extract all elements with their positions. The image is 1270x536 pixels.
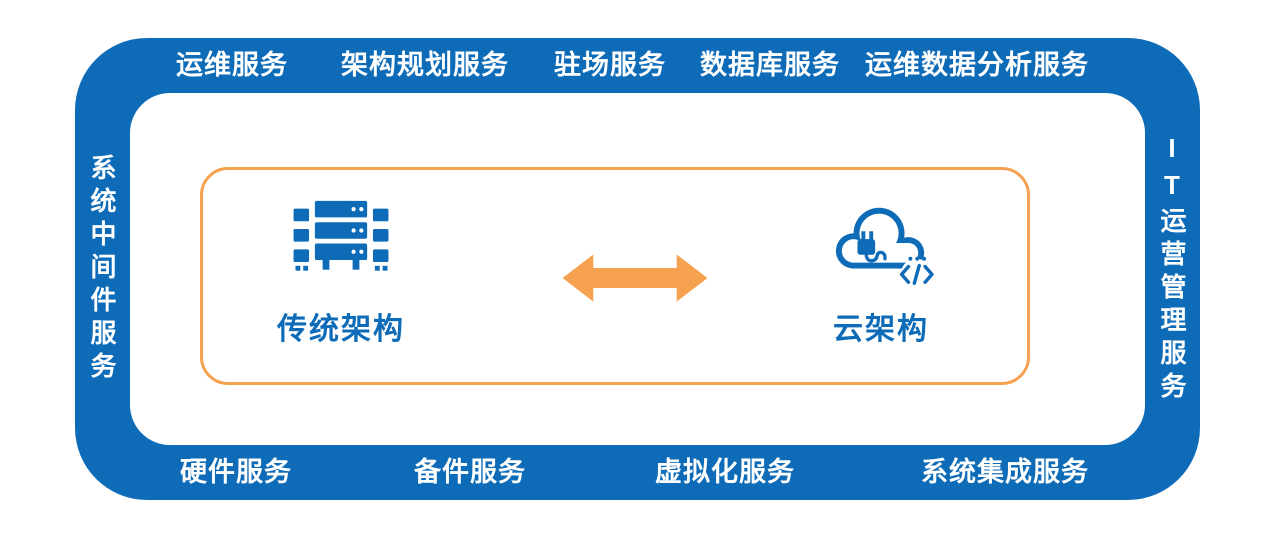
cloud-icon-wrap [822,192,940,298]
label-hardware-service: 硬件服务 [180,457,292,487]
label-ops-service: 运维服务 [176,50,288,80]
label-middleware-service: 系统中间件服务 [87,153,117,385]
label-spare-parts-service: 备件服务 [414,457,526,487]
cloud-architecture-label: 云架构 [833,313,929,346]
architecture-comparison-box: 传统架构 [200,167,1030,385]
traditional-architecture-group: 传统架构 [261,192,421,348]
label-architecture-planning-service: 架构规划服务 [341,50,509,80]
cloud-plug-code-icon [835,207,934,291]
label-it-operation-management-service: IT运营管理服务 [1157,133,1187,405]
service-ring-frame: 运维服务 架构规划服务 驻场服务 数据库服务 运维数据分析服务 硬件服务 备件服… [75,38,1200,500]
double-headed-arrow-icon [562,254,708,302]
server-icon-wrap [287,192,395,298]
label-ops-data-analysis-service: 运维数据分析服务 [865,50,1089,80]
label-database-service: 数据库服务 [700,50,840,80]
cloud-architecture-group: 云架构 [801,192,961,348]
label-system-integration-service: 系统集成服务 [921,457,1089,487]
bottom-service-labels: 硬件服务 备件服务 虚拟化服务 系统集成服务 [75,445,1200,500]
label-onsite-service: 驻场服务 [554,50,666,80]
label-virtualization-service: 虚拟化服务 [655,457,795,487]
traditional-architecture-label: 传统架构 [277,313,405,346]
server-stack-icon [293,200,389,271]
top-service-labels: 运维服务 架构规划服务 驻场服务 数据库服务 运维数据分析服务 [75,38,1200,93]
